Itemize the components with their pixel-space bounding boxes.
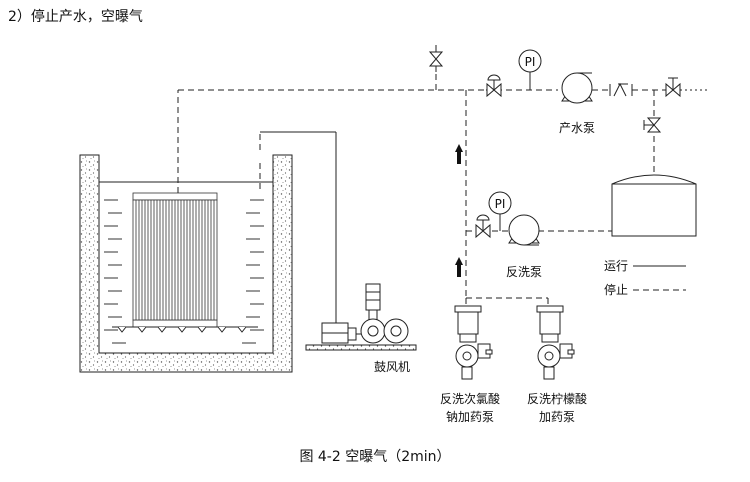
citric-pump-label-line1: 反洗柠檬酸 — [527, 391, 587, 406]
backwash-pump-icon — [508, 214, 540, 246]
citric-dosing-pump-icon — [536, 305, 575, 380]
backwash-pump-label: 反洗泵 — [506, 265, 542, 279]
product-valve-icon — [486, 74, 502, 98]
water-level-marks — [104, 199, 264, 344]
membrane-module — [132, 192, 218, 328]
product-gauge-label: PI — [525, 55, 536, 69]
figure-caption: 图 4-2 空曝气（2min） — [299, 449, 451, 465]
membrane-tank — [79, 154, 293, 373]
aeration-diffuser — [112, 326, 258, 333]
backwash-pressure-gauge — [488, 191, 512, 231]
legend-running-label: 运行 — [604, 259, 628, 273]
hypochlorite-pump-label-line1: 反洗次氯酸 — [440, 391, 500, 406]
check-valve-icon — [609, 82, 633, 97]
citric-pump-label-line2: 加药泵 — [539, 410, 575, 424]
stopped-piping — [177, 72, 708, 310]
hypochlorite-dosing-pump-icon — [454, 305, 493, 380]
page-heading: 2）停止产水，空曝气 — [8, 9, 143, 25]
backwash-valve-icon — [475, 214, 491, 239]
product-pressure-gauge — [518, 49, 542, 90]
legend: 运行 停止 — [604, 259, 686, 297]
hypochlorite-pump-label-line2: 钠加药泵 — [446, 409, 494, 424]
vent-valve-icon — [428, 45, 444, 72]
outlet-valve-icon — [665, 77, 681, 98]
blower-icon — [305, 283, 417, 351]
legend-stopped-label: 停止 — [604, 282, 628, 297]
backwash-gauge-label: PI — [495, 197, 506, 211]
running-piping — [260, 131, 337, 323]
clean-water-tank — [611, 174, 697, 237]
flow-arrow-icon — [455, 144, 463, 277]
product-pump-icon — [561, 72, 593, 104]
product-pump-label: 产水泵 — [559, 121, 595, 135]
blower-label: 鼓风机 — [374, 360, 410, 374]
tank-inlet-valve-icon — [643, 117, 662, 133]
